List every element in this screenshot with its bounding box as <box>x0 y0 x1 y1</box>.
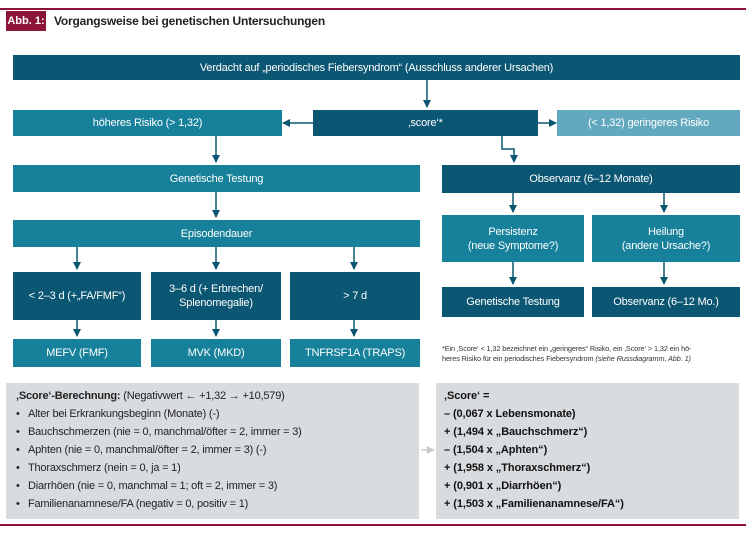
genetic-testing-2-box: Genetische Testung <box>442 287 584 317</box>
score-item: Alter bei Erkrankungsbeginn (Monate) (-) <box>16 405 409 423</box>
arrow-score-to-observance <box>501 136 518 163</box>
episode-duration-label: Episodendauer <box>180 227 253 240</box>
score-item: Diarrhöen (nie = 0, manchmal = 1; oft = … <box>16 477 409 495</box>
score-calculation-panel: ‚Score‘-Berechnung: (Negativwert ← +1,32… <box>6 383 419 519</box>
score-calc-range: (Negativwert ← +1,32 → +10,579) <box>123 390 285 402</box>
figure-badge: Abb. 1: <box>6 11 46 31</box>
healing-label-1: Heilung <box>648 225 684 238</box>
formula-line: ‚Score‘ = <box>444 390 490 402</box>
duration-mid-label-2: Splenomegalie) <box>179 297 253 309</box>
gene-mefv-box: MEFV (FMF) <box>13 339 141 367</box>
formula-line: + (0,901 x „Diarrhöen“) <box>444 480 562 492</box>
healing-label-2: (andere Ursache?) <box>621 239 711 252</box>
persistence-label-1: Persistenz <box>488 225 538 238</box>
figure-title: Vorgangsweise bei genetischen Untersuchu… <box>54 14 326 28</box>
duration-long-label: > 7 d <box>343 290 367 302</box>
score-item: Thoraxschmerz (nein = 0, ja = 1) <box>16 459 409 477</box>
gene-tnfrsf1a-box: TNFRSF1A (TRAPS) <box>290 339 420 367</box>
duration-mid-label-1: 3–6 d (+ Erbrechen/ <box>169 283 263 295</box>
higher-risk-label: höheres Risiko (> 1,32) <box>92 117 203 129</box>
bottom-rule <box>0 524 746 526</box>
persistence-box: Persistenz (neue Symptome?) <box>442 215 584 262</box>
formula-line: – (0,067 x Lebensmonate) <box>444 408 576 420</box>
higher-risk-box: höheres Risiko (> 1,32) <box>13 110 282 136</box>
formula-line: – (1,504 x „Aphten“) <box>444 444 548 456</box>
gene-mvk-label: MVK (MKD) <box>187 347 245 359</box>
score-box: ‚score‘* <box>313 110 538 136</box>
top-rule <box>0 8 746 10</box>
gene-tnfrsf1a-label: TNFRSF1A (TRAPS) <box>304 347 406 359</box>
healing-box: Heilung (andere Ursache?) <box>592 215 740 262</box>
footnote-line-2: heres Risiko für ein periodisches Fieber… <box>442 354 594 363</box>
observance-label: Observanz (6–12 Monate) <box>529 173 653 185</box>
footnote: *Ein ‚Score‘ < 1,32 bezeichnet ein „geri… <box>442 344 742 364</box>
persistence-label-2: (neue Symptome?) <box>467 239 559 252</box>
genetic-testing-label: Genetische Testung <box>169 172 264 185</box>
formula-line: + (1,958 x „Thoraxschmerz“) <box>444 462 591 474</box>
footnote-line-2-ref: (siehe Russdiagramm, Abb. 1) <box>595 354 691 363</box>
score-item: Aphten (nie = 0, manchmal/öfter = 2, imm… <box>16 441 409 459</box>
duration-short-label: < 2–3 d (+„FA/FMF“) <box>28 290 126 302</box>
formula-line: + (1,494 x „Bauchschmerz“) <box>444 426 588 438</box>
duration-long-box: > 7 d <box>290 272 420 320</box>
duration-mid-box: 3–6 d (+ Erbrechen/ Splenomegalie) <box>151 272 281 320</box>
genetic-testing-box: Genetische Testung <box>13 165 420 192</box>
genetic-testing-2-label: Genetische Testung <box>466 296 560 308</box>
footnote-line-1: *Ein ‚Score‘ < 1,32 bezeichnet ein „geri… <box>442 344 692 353</box>
formula-line: + (1,503 x „Familienanamnese/FA“) <box>444 498 624 510</box>
score-calc-heading: ‚Score‘-Berechnung: <box>16 390 121 402</box>
lower-risk-label: (< 1,32) geringeres Risiko <box>587 117 710 129</box>
score-item: Familienanamnese/FA (negativ = 0, positi… <box>16 495 409 513</box>
gene-mefv-label: MEFV (FMF) <box>46 347 108 359</box>
score-label: ‚score‘* <box>408 117 443 129</box>
observance-2-label: Observanz (6–12 Mo.) <box>613 296 719 308</box>
observance-2-box: Observanz (6–12 Mo.) <box>592 287 740 317</box>
gene-mvk-box: MVK (MKD) <box>151 339 281 367</box>
score-item: Bauchschmerzen (nie = 0, manchmal/öfter … <box>16 423 409 441</box>
score-formula-panel: ‚Score‘ = – (0,067 x Lebensmonate) + (1,… <box>436 383 739 519</box>
episode-duration-box: Episodendauer <box>13 220 420 247</box>
duration-short-box: < 2–3 d (+„FA/FMF“) <box>13 272 141 320</box>
observance-box: Observanz (6–12 Monate) <box>442 165 740 193</box>
suspicion-label: Verdacht auf „periodisches Fiebersyndrom… <box>199 61 554 74</box>
lower-risk-box: (< 1,32) geringeres Risiko <box>557 110 740 136</box>
suspicion-box: Verdacht auf „periodisches Fiebersyndrom… <box>13 55 740 80</box>
